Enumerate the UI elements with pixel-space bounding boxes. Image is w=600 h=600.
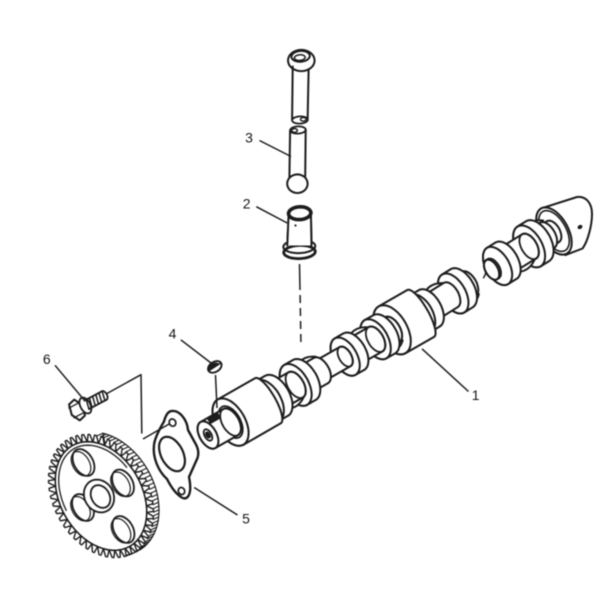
svg-text:1: 1: [472, 387, 480, 403]
svg-text:6: 6: [43, 351, 51, 367]
svg-text:2: 2: [243, 195, 251, 211]
svg-text:3: 3: [245, 130, 253, 146]
svg-text:4: 4: [169, 326, 177, 342]
svg-text:5: 5: [242, 510, 250, 526]
